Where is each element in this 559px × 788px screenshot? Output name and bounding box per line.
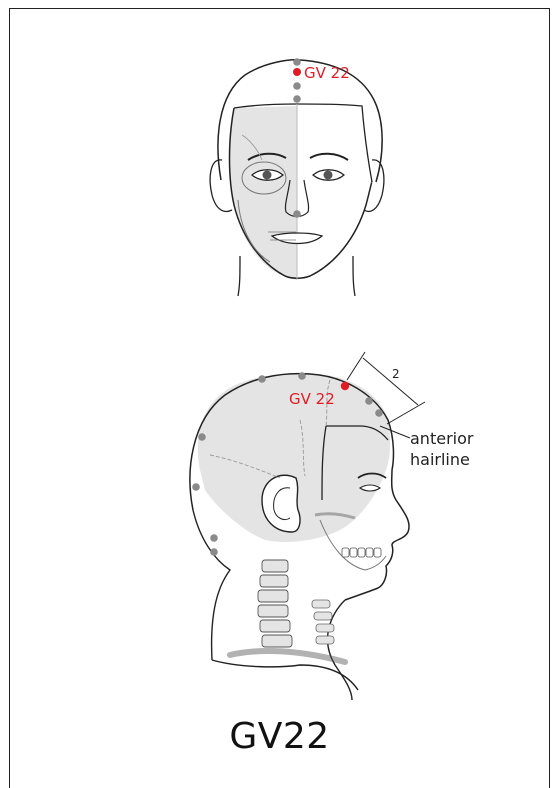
front-head-view: GV 22 xyxy=(210,58,384,296)
side-point-3 xyxy=(192,483,200,491)
side-point-6 xyxy=(298,372,306,380)
side-point-4 xyxy=(198,433,206,441)
hairline-label-line2: hairline xyxy=(410,450,470,469)
front-point-nose xyxy=(293,210,301,218)
front-point-2 xyxy=(293,82,301,90)
measure-label: 2 xyxy=(392,367,400,381)
side-neck-back xyxy=(193,510,230,660)
front-pupil-right xyxy=(324,171,333,180)
front-point-3 xyxy=(293,95,301,103)
side-teeth xyxy=(342,548,381,557)
side-point-7 xyxy=(365,397,373,405)
side-cervical-spine xyxy=(258,560,292,647)
front-pupil-left xyxy=(263,171,272,180)
figure-title: GV22 xyxy=(0,716,559,757)
side-point-8 xyxy=(375,409,383,417)
hairline-label-line1: anterior xyxy=(410,429,474,448)
front-gv22-point xyxy=(293,68,301,76)
front-neck-left xyxy=(238,256,240,296)
side-gv22-point xyxy=(341,382,349,390)
front-neck-right xyxy=(353,256,355,296)
front-gv22-label: GV 22 xyxy=(304,64,350,82)
side-point-2 xyxy=(210,548,218,556)
measure-extension-2 xyxy=(387,402,425,424)
side-gv22-label: GV 22 xyxy=(289,390,335,408)
measure-extension-1 xyxy=(347,352,365,380)
side-shoulder xyxy=(212,660,358,690)
side-clavicle xyxy=(230,651,345,662)
side-eye xyxy=(360,485,380,491)
front-point-upper xyxy=(293,58,301,66)
side-point-1 xyxy=(210,534,218,542)
front-brow-right xyxy=(310,154,348,160)
side-point-5 xyxy=(258,375,266,383)
side-head-view: GV 22 2 anterior hairline xyxy=(190,352,474,700)
front-ear-left xyxy=(210,160,232,212)
front-skull-fill xyxy=(229,106,297,280)
